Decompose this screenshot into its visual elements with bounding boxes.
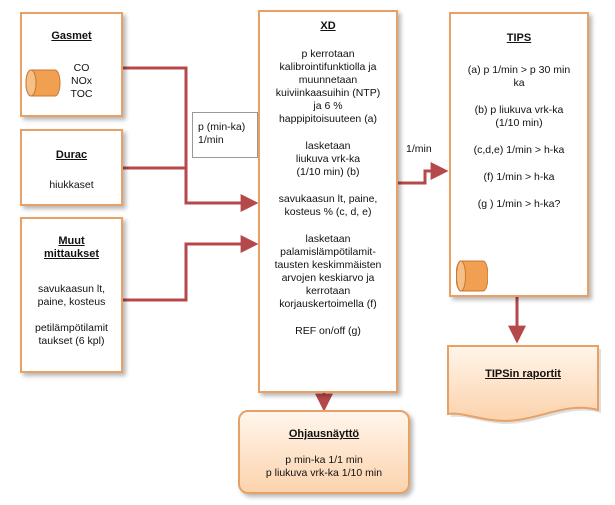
xd-line: lasketaan [305, 233, 351, 245]
xd-line: lasketaan [305, 140, 351, 152]
xd-line [260, 126, 396, 140]
xd-line [260, 219, 396, 233]
gasmet-param: CO [73, 62, 90, 74]
gasmet-param: NOx [71, 75, 92, 87]
xd-line: palamislämpötilamit- [280, 246, 376, 258]
tips-line: (f) 1/min > h-ka [483, 171, 555, 183]
arrow-muut-xd [122, 235, 259, 302]
rate-label-box: p (min-ka) 1/min [192, 112, 258, 158]
rate-label-line: 1/min [198, 134, 224, 146]
database-cylinder-icon [456, 260, 488, 292]
tips-line [451, 90, 587, 104]
tips-raportit-document [447, 345, 601, 424]
tips-items: (a) p 1/min > p 30 min ka (b) p liukuva … [451, 64, 587, 211]
tips-line [451, 130, 587, 144]
muut-line: petilämpötilamit [35, 322, 108, 334]
xd-line: kuiviinkaasuihin (NTP) [275, 87, 381, 99]
xd-line: korjauskertoimella (f) [279, 298, 377, 310]
tips-rate-label: 1/min [406, 143, 432, 155]
xd-line: kerrotaan [305, 285, 351, 297]
xd-line: happipitoisuuteen (a) [278, 113, 378, 125]
tips-line: (g ) 1/min > h-ka? [477, 198, 561, 210]
tips-line: (a) p 1/min > p 30 min [467, 64, 571, 76]
xd-line: kalibrointifunktiolla ja [279, 61, 377, 73]
xd-line [260, 311, 396, 325]
durac-title: Durac [55, 149, 88, 161]
gasmet-title: Gasmet [51, 30, 92, 42]
tips-line: (b) p liukuva vrk-ka [474, 104, 564, 116]
xd-line: tausten keskimmäisten [274, 259, 382, 271]
tips-line [451, 157, 587, 171]
ohjausnaytto-line: p min-ka 1/1 min [285, 454, 363, 466]
xd-line: arvojen keskiarvo ja [281, 272, 375, 284]
arrow-gasmet-xd [122, 66, 259, 212]
ohjausnaytto-title: Ohjausnäyttö [288, 428, 360, 440]
xd-line: liukuva vrk-ka [295, 153, 361, 165]
xd-line: kosteus % (c, d, e) [284, 206, 372, 218]
tips-box: TIPS (a) p 1/min > p 30 min ka (b) p liu… [449, 12, 589, 297]
ohjausnaytto-line: p liukuva vrk-ka 1/10 min [265, 467, 383, 479]
database-cylinder-icon [25, 69, 61, 97]
tips-line [451, 184, 587, 198]
muut-line: savukaasun lt, [37, 283, 106, 295]
muut-title-line: Muut [58, 235, 85, 247]
muut-line [22, 309, 121, 322]
durac-param: hiukkaset [49, 179, 94, 191]
muut-mittaukset-box: Muut mittaukset savukaasun lt, paine, ko… [20, 217, 123, 373]
tips-line: ka [513, 77, 525, 89]
rate-label: p (min-ka) 1/min [198, 121, 245, 147]
xd-line: REF on/off (g) [295, 325, 361, 337]
muut-params: savukaasun lt, paine, kosteus petilämpöt… [22, 283, 121, 348]
xd-line: muunnetaan [298, 74, 358, 86]
durac-box: Durac hiukkaset [20, 129, 123, 206]
xd-line: p kerrotaan [301, 48, 355, 60]
xd-line: (1/10 min) (b) [296, 166, 360, 178]
muut-line: taukset (6 kpl) [38, 335, 105, 347]
muut-title: Muut mittaukset [22, 235, 121, 261]
tips-line: (1/10 min) [495, 117, 543, 129]
tips-title: TIPS [506, 32, 532, 44]
ohjausnaytto-lines: p min-ka 1/1 min p liukuva vrk-ka 1/10 m… [240, 454, 408, 480]
xd-line: ja 6 % [313, 100, 343, 112]
tips-line: (c,d,e) 1/min > h-ka [473, 144, 565, 156]
xd-steps: p kerrotaan kalibrointifunktiolla ja muu… [260, 48, 396, 338]
gasmet-param: TOC [70, 88, 93, 100]
gasmet-params: CO NOx TOC [42, 62, 121, 101]
xd-title: XD [320, 20, 336, 32]
xd-line: savukaasun lt, paine, [278, 193, 378, 205]
ohjausnaytto-box: Ohjausnäyttö p min-ka 1/1 min p liukuva … [238, 410, 410, 494]
rate-label-line: p (min-ka) [198, 121, 246, 133]
tips-raportit-title: TIPSin raportit [485, 368, 561, 380]
arrow-xd-tips [398, 162, 449, 185]
xd-line [260, 179, 396, 193]
muut-title-line: mittaukset [43, 248, 100, 260]
xd-box: XD p kerrotaan kalibrointifunktiolla ja … [258, 10, 398, 393]
gasmet-box: Gasmet CO NOx TOC [20, 12, 123, 117]
muut-line: paine, kosteus [37, 296, 106, 308]
